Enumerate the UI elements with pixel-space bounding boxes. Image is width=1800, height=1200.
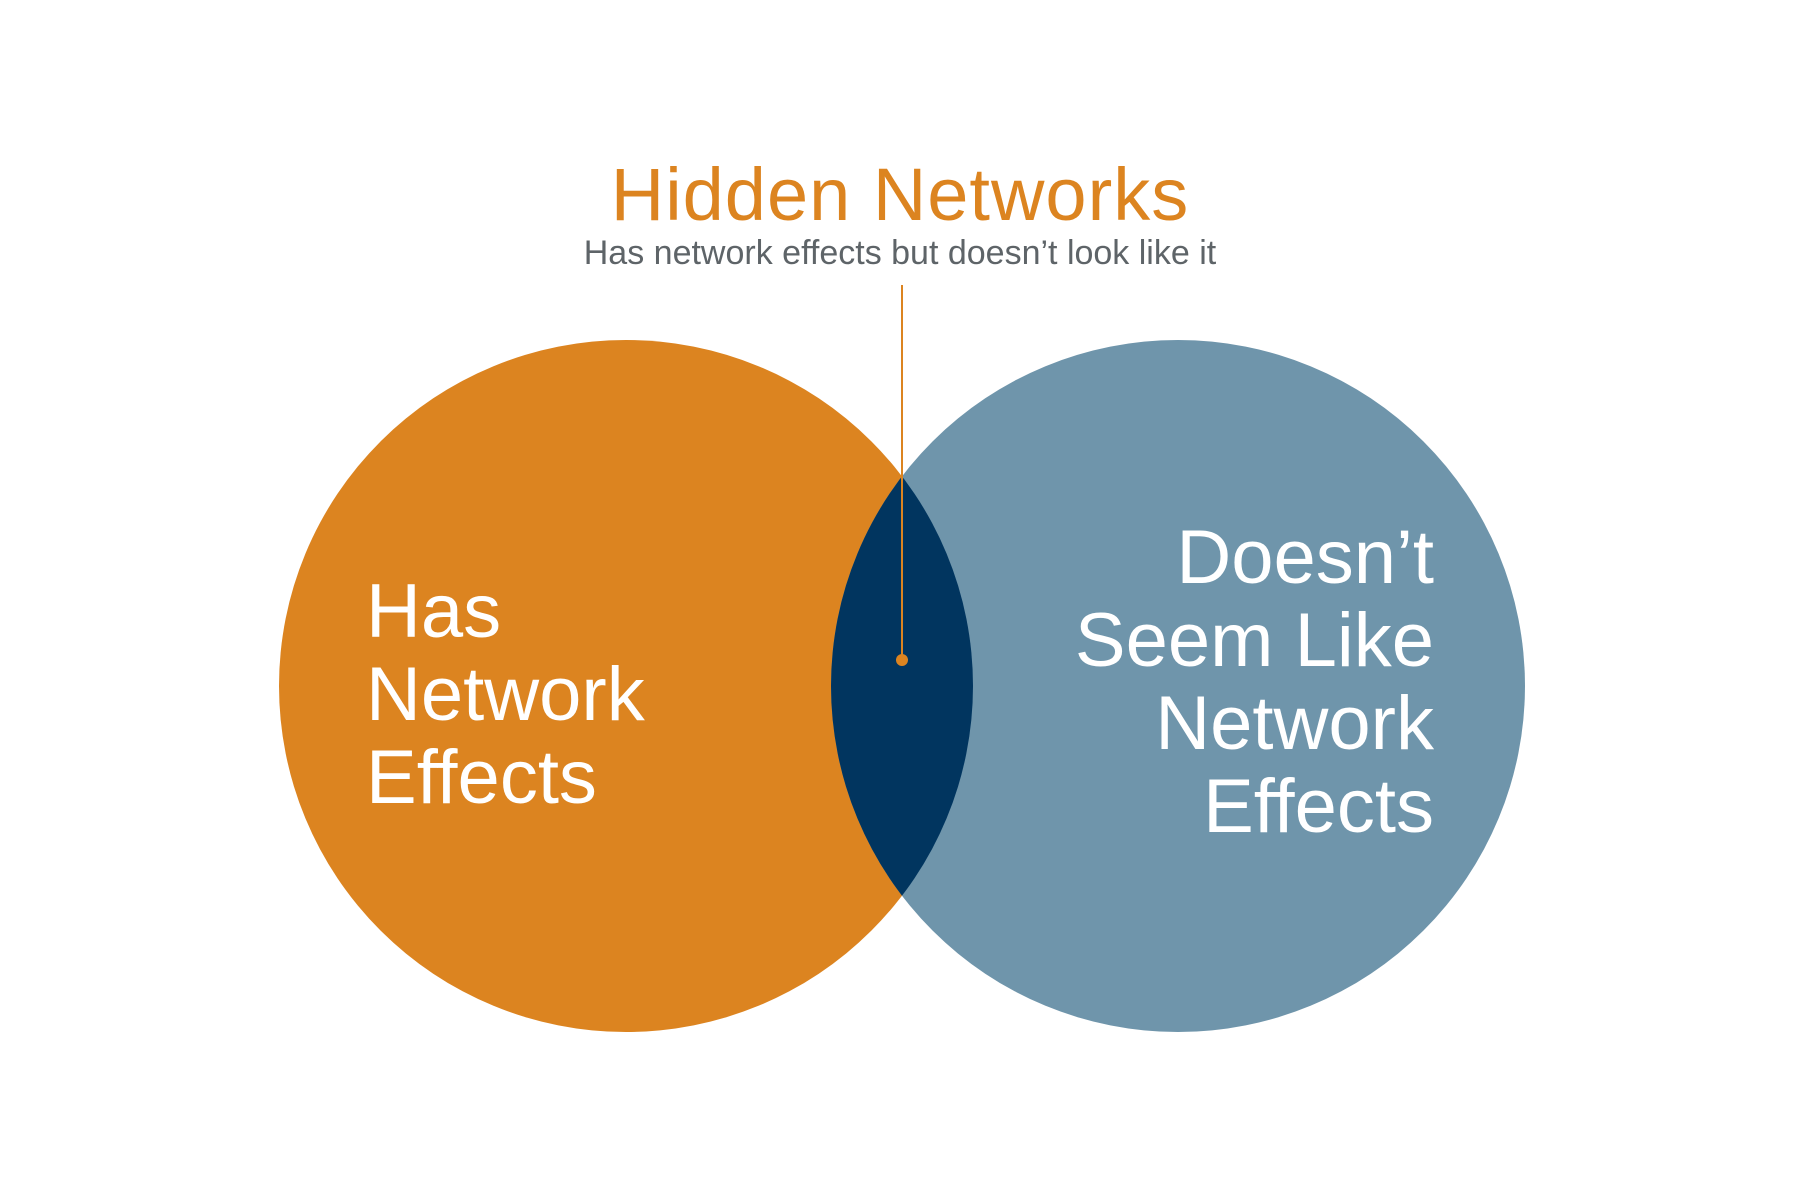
callout-title: Hidden Networks (610, 153, 1190, 236)
left-set-label: Has Network Effects (366, 570, 645, 819)
right-set-label-line: Network (1155, 681, 1434, 766)
left-set-label-line: Has (366, 569, 502, 654)
left-set-label-line: Effects (366, 735, 597, 820)
right-set-label-line: Doesn’t (1176, 515, 1434, 600)
callout-subtitle: Has network effects but doesn’t look lik… (583, 234, 1217, 272)
left-set-label-line: Network (366, 652, 645, 737)
right-set-label-line: Seem Like (1074, 598, 1434, 683)
left-set-circle (279, 340, 973, 1032)
right-set-label: Doesn’t Seem Like Network Effects (1075, 516, 1434, 848)
right-set-label-line: Effects (1203, 764, 1434, 849)
right-set-circle (831, 340, 1525, 1032)
callout-anchor-dot (896, 654, 908, 666)
